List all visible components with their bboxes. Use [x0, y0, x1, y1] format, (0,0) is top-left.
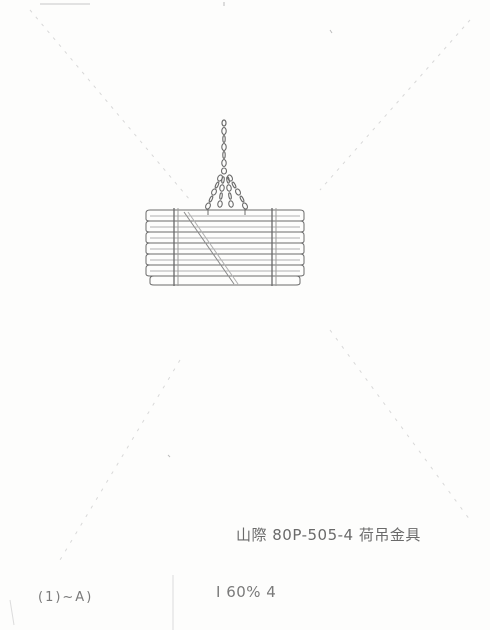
drawing-caption: 山際 80P-505-4 荷吊金具: [236, 526, 421, 544]
hook: [221, 119, 227, 127]
plate-bundle: [145, 208, 305, 286]
sling-legs: [205, 174, 249, 210]
fold-marks: [9, 3, 471, 630]
main-chain: [220, 126, 228, 175]
spec-label: I 60% 4: [216, 583, 277, 601]
part-reference-label: (1)~A): [38, 590, 94, 605]
tick-marks: [167, 2, 333, 458]
